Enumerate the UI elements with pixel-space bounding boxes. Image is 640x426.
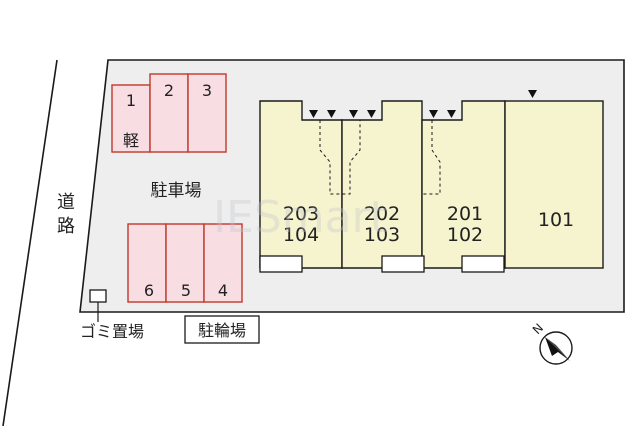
utility-box <box>381 255 425 273</box>
north-compass: N <box>530 321 573 365</box>
parking-space-6-label: 6 <box>144 281 154 300</box>
entrance-marker <box>447 110 456 118</box>
stair-outlines <box>319 120 441 195</box>
parking-space-2 <box>149 73 189 153</box>
unit-202-103 <box>341 100 423 269</box>
bicycle-parking-frame <box>184 315 260 344</box>
garbage-station-label: ゴミ置場 <box>80 322 144 341</box>
unit-203-label: 203 <box>283 203 319 225</box>
utility-box <box>259 255 303 273</box>
parking-space-5-label: 5 <box>181 281 191 300</box>
bicycle-parking-label: 駐輪場 <box>198 321 246 340</box>
stair-right <box>422 120 441 195</box>
entrance-markers <box>309 90 537 118</box>
watermark: IESmart <box>213 192 387 243</box>
parking-space-6 <box>127 223 167 303</box>
entrance-marker <box>528 90 537 98</box>
parking-space-3-label: 3 <box>202 81 212 100</box>
road-label-2: 路 <box>57 216 75 237</box>
parking-space-2-label: 2 <box>164 81 174 100</box>
entrance-marker <box>429 110 438 118</box>
utility-boxes <box>259 255 505 273</box>
road-edge-line <box>2 59 58 426</box>
parking-lower <box>127 223 243 303</box>
parking-space-3 <box>187 73 227 153</box>
entrance-marker <box>327 110 336 118</box>
entrance-marker <box>349 110 358 118</box>
compass-north-label: N <box>530 321 546 337</box>
parking-upper <box>111 73 227 153</box>
parking-area-label: 駐車場 <box>151 181 202 201</box>
utility-box <box>461 255 505 273</box>
unit-102-label: 102 <box>447 224 483 246</box>
unit-201-label: 201 <box>447 203 483 225</box>
garbage-station-box <box>89 289 107 303</box>
parking-space-1-label: 1 <box>126 91 136 110</box>
stair-left <box>319 120 361 195</box>
compass-needle-tail-icon <box>545 337 570 361</box>
parking-space-4-label: 4 <box>218 281 228 300</box>
building <box>259 100 604 269</box>
unit-202-label: 202 <box>364 203 400 225</box>
unit-101 <box>504 100 604 269</box>
parking-space-5 <box>165 223 205 303</box>
entrance-marker <box>309 110 318 118</box>
unit-104-label: 104 <box>283 224 319 246</box>
unit-101-label: 101 <box>538 209 574 231</box>
entrance-marker <box>367 110 376 118</box>
unit-103-label: 103 <box>364 224 400 246</box>
parking-space-4 <box>203 223 243 303</box>
parking-space-1-kei-label: 軽 <box>123 131 139 150</box>
road-label-1: 道 <box>57 192 75 213</box>
